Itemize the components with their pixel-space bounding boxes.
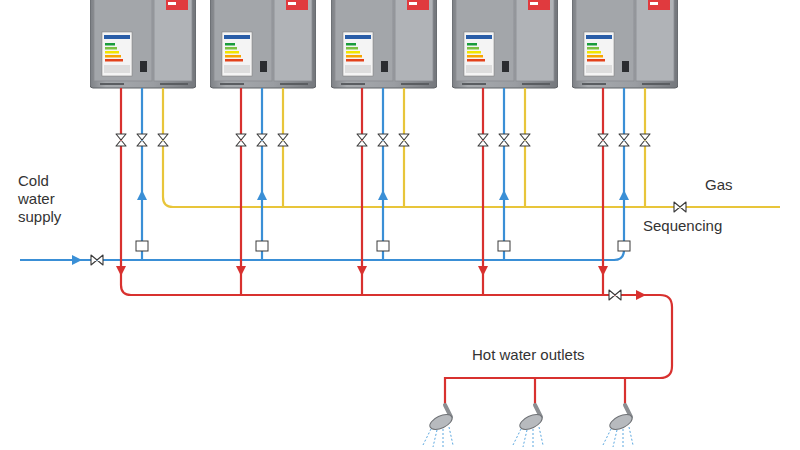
pipe-label: Cold water supply <box>18 172 70 226</box>
outlet-label: Hot water outlets <box>472 346 585 364</box>
pipe-label: Gas <box>705 176 733 194</box>
valve-label: Sequencing <box>643 217 722 235</box>
